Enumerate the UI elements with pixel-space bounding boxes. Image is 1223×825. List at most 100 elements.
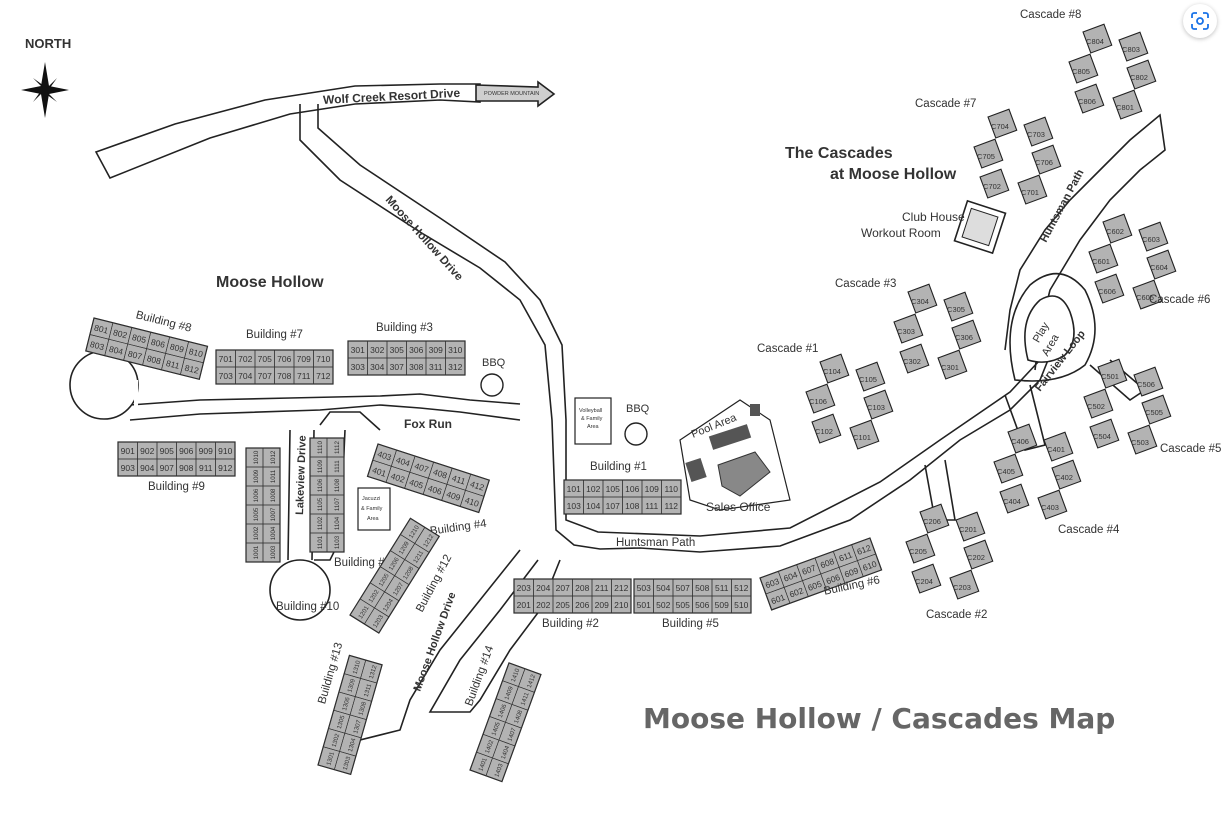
bbq-label-2: BBQ bbox=[626, 403, 650, 415]
unit-label: 1105 bbox=[317, 497, 324, 511]
unit-label: 711 bbox=[297, 371, 311, 381]
unit-label: 901 bbox=[121, 446, 135, 456]
unit-label: 1408 bbox=[513, 709, 524, 725]
cascade-label: Cascade #3 bbox=[835, 278, 896, 290]
unit-label: 106 bbox=[625, 484, 639, 494]
building-12[interactable]: 1201120212051206120912101203120412071208… bbox=[349, 517, 464, 648]
unit-label: C402 bbox=[1055, 473, 1073, 482]
unit-label: 310 bbox=[448, 345, 462, 355]
unit-label: C801 bbox=[1116, 103, 1134, 112]
cascade-label: Cascade #4 bbox=[1058, 524, 1120, 536]
powder-mountain-label: POWDER MOUNTAIN bbox=[484, 91, 539, 97]
building-13[interactable]: 1301130213051306130913101303130413071308… bbox=[300, 641, 385, 776]
unit-label: 903 bbox=[121, 463, 135, 473]
unit-label: 408 bbox=[432, 467, 449, 481]
unit-label: 812 bbox=[184, 363, 200, 376]
jacuzzi-area bbox=[357, 487, 391, 531]
unit-label: 308 bbox=[409, 362, 423, 372]
unit-label: 509 bbox=[715, 600, 729, 610]
unit-label: C804 bbox=[1086, 37, 1104, 46]
cascade-label: Cascade #6 bbox=[1149, 294, 1210, 306]
unit-label: 907 bbox=[160, 463, 174, 473]
unit-label: 1112 bbox=[334, 441, 341, 454]
unit-label: 912 bbox=[218, 463, 232, 473]
unit-label: C406 bbox=[1011, 437, 1029, 446]
area-label-moose-hollow: Moose Hollow bbox=[216, 274, 324, 291]
workout-room-label: Workout Room bbox=[861, 226, 941, 240]
unit-label: 603 bbox=[764, 576, 781, 590]
unit-label: C405 bbox=[997, 467, 1015, 476]
unit-label: 202 bbox=[536, 600, 550, 610]
unit-label: C303 bbox=[897, 327, 915, 336]
road-moose-hollow-lower bbox=[339, 549, 521, 746]
unit-label: C702 bbox=[983, 182, 1001, 191]
lens-scan-button[interactable] bbox=[1183, 4, 1217, 38]
unit-label: 804 bbox=[108, 344, 124, 357]
unit-label: 506 bbox=[695, 600, 709, 610]
north-label: NORTH bbox=[25, 36, 71, 51]
cascade-label: Cascade #1 bbox=[757, 343, 818, 355]
cascade-label: Cascade #8 bbox=[1020, 9, 1081, 21]
unit-label: 1412 bbox=[526, 673, 537, 689]
unit-label: 612 bbox=[855, 543, 872, 557]
unit-label: 406 bbox=[427, 483, 444, 497]
unit-label: C204 bbox=[915, 577, 933, 586]
unit-label: 1002 bbox=[253, 526, 260, 540]
unit-label: 708 bbox=[277, 371, 291, 381]
unit-label: C106 bbox=[809, 397, 827, 406]
unit-label: 1312 bbox=[368, 664, 379, 680]
unit-label: 905 bbox=[160, 446, 174, 456]
unit-label: 1006 bbox=[253, 488, 260, 502]
unit-label: 302 bbox=[370, 345, 384, 355]
unit-label: 1102 bbox=[317, 516, 324, 530]
building-10[interactable]: 1001100210051006100910101003100410071008… bbox=[245, 447, 339, 613]
unit-label: C105 bbox=[859, 375, 877, 384]
bbq-marker-2 bbox=[624, 422, 648, 446]
unit-label: C306 bbox=[955, 333, 973, 342]
unit-label: 1403 bbox=[493, 762, 504, 778]
unit-label: 607 bbox=[801, 563, 818, 577]
unit-label: 1103 bbox=[334, 535, 341, 549]
map-title: Moose Hollow / Cascades Map bbox=[643, 702, 1115, 735]
unit-label: 507 bbox=[676, 583, 690, 593]
unit-label: C206 bbox=[923, 517, 941, 526]
unit-label: 1311 bbox=[363, 682, 374, 697]
unit-label: 1401 bbox=[477, 756, 488, 772]
unit-label: C505 bbox=[1145, 408, 1163, 417]
unit-label: 1010 bbox=[253, 450, 260, 464]
unit-label: 109 bbox=[645, 484, 659, 494]
unit-label: 707 bbox=[258, 371, 272, 381]
unit-label: 303 bbox=[351, 362, 365, 372]
unit-label: C604 bbox=[1150, 263, 1168, 272]
unit-label: 1402 bbox=[484, 739, 495, 755]
unit-label: C803 bbox=[1122, 45, 1140, 54]
unit-label: 104 bbox=[586, 501, 600, 511]
unit-label: 605 bbox=[806, 579, 823, 593]
unit-label: 312 bbox=[448, 362, 462, 372]
road-fairview bbox=[1009, 272, 1096, 382]
unit-label: 510 bbox=[734, 600, 748, 610]
lens-scan-icon bbox=[1191, 12, 1209, 30]
road-label-lakeview: Lakeview Drive bbox=[294, 435, 309, 515]
unit-label: 1012 bbox=[270, 450, 277, 464]
unit-label: 1009 bbox=[253, 469, 260, 483]
unit-label: 412 bbox=[469, 479, 486, 493]
volleyball-label-3: Area bbox=[587, 424, 600, 430]
